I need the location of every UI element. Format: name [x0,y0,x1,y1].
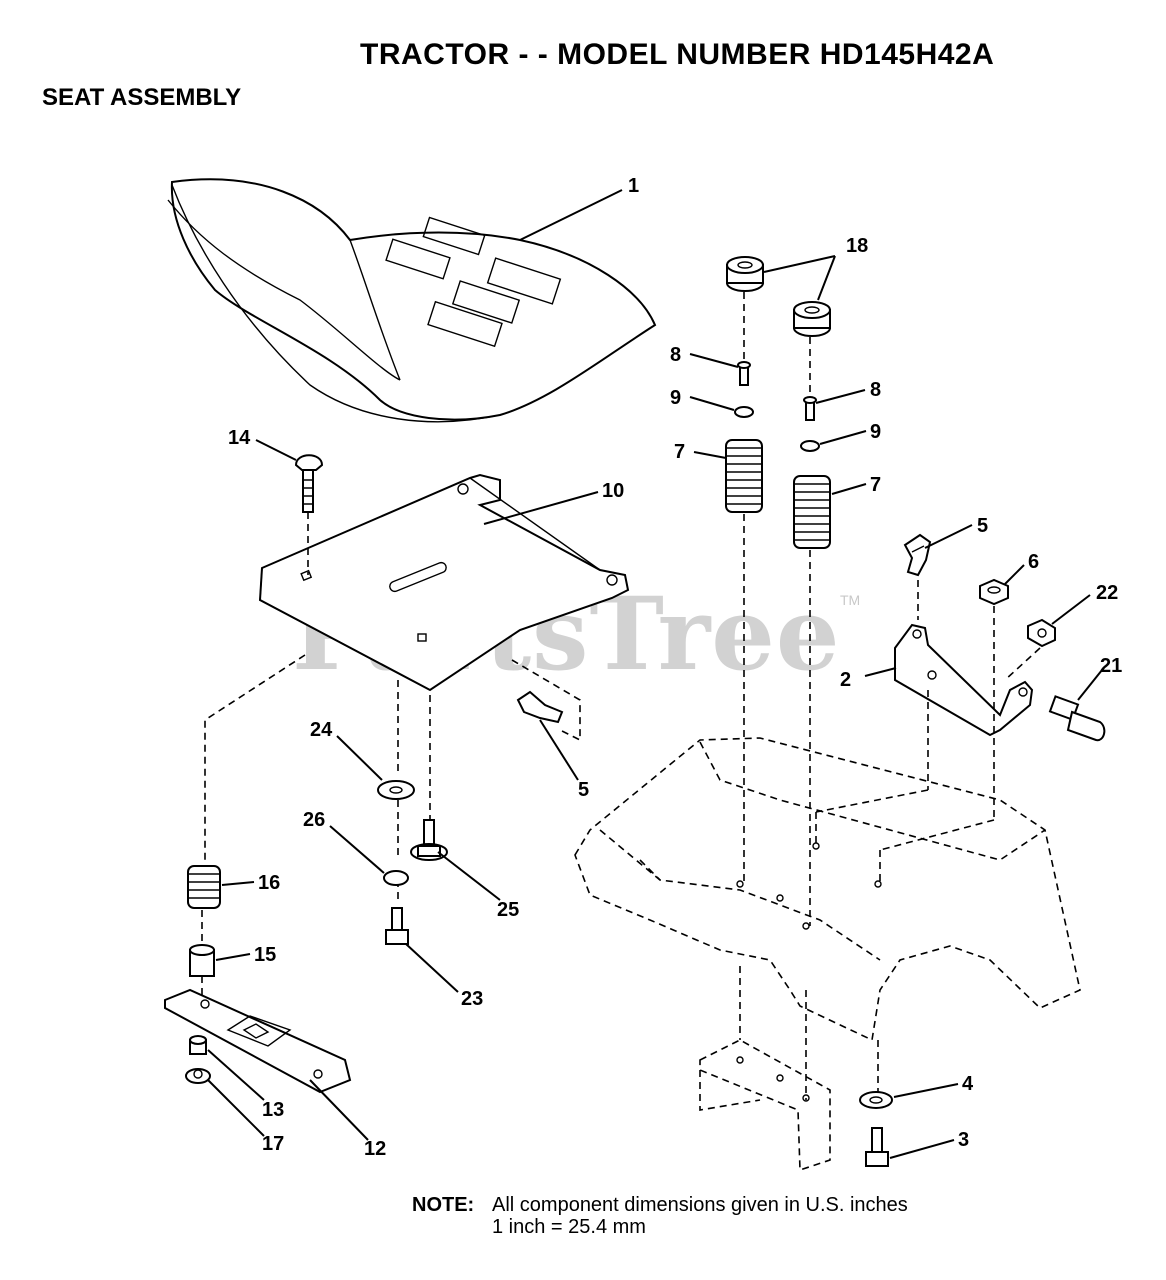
fender-outline [574,737,1081,1042]
seat-switch-clip-5-lower[interactable] [511,659,581,742]
seat-bracket-2[interactable] [894,623,1034,737]
spring-16[interactable] [187,865,221,909]
callout-17: 17 [262,1133,284,1155]
screw-8a[interactable] [737,361,751,386]
callout-14: 14 [228,427,251,449]
seat-switch-clip-5[interactable] [903,533,932,577]
hex-nut-6[interactable] [979,578,1009,606]
shoulder-bolt-25[interactable] [410,819,448,861]
note-line-1: NOTE: All component dimensions given in U… [412,1194,908,1216]
callout-8a: 8 [670,344,681,366]
spring-7a[interactable] [725,439,763,513]
bolt-23[interactable] [385,907,409,945]
callout-15: 15 [254,944,276,966]
flange-nut-17[interactable] [185,1068,211,1084]
callout-13: 13 [262,1099,284,1121]
callout-12: 12 [364,1138,386,1160]
callout-2: 2 [840,669,851,691]
callout-10: 10 [602,480,624,502]
note-line-2: 1 inch = 25.4 mm [492,1216,646,1238]
callout-25: 25 [497,899,519,921]
callout-6: 6 [1028,551,1039,573]
washer-24[interactable] [377,780,415,800]
callout-24: 24 [310,719,333,741]
hex-nut-22[interactable] [1027,618,1056,648]
washer-9a[interactable] [734,406,754,418]
callout-4: 4 [962,1073,974,1095]
callout-26: 26 [303,809,325,831]
seat-pan[interactable] [258,473,630,692]
screw-8b[interactable] [803,396,817,421]
spacer-18a[interactable] [726,256,764,292]
callout-3: 3 [958,1129,969,1151]
leader-lines [207,189,1103,1159]
callout-21: 21 [1100,655,1122,677]
callout-22: 22 [1096,582,1118,604]
callout-1: 1 [628,175,639,197]
callout-9a: 9 [670,387,681,409]
callout-7a: 7 [674,441,685,463]
bolt-3[interactable] [865,1127,889,1167]
page-title: TRACTOR - - MODEL NUMBER HD145H42A [360,38,995,71]
callout-23: 23 [461,988,483,1010]
callout-7b: 7 [870,474,881,496]
note-label: NOTE: [412,1194,475,1216]
seat[interactable] [167,178,657,423]
callout-16: 16 [258,872,280,894]
note-text-1: All component dimensions given in U.S. i… [492,1194,908,1216]
dimension-note: NOTE: All component dimensions given in U… [412,1194,908,1238]
callout-5b: 5 [578,779,589,801]
callout-18: 18 [846,235,868,257]
spring-7b[interactable] [793,475,831,549]
callout-numbers: 1 18 8 9 7 8 9 7 14 10 5 6 22 2 21 5 24 … [228,175,1122,1160]
nut-13[interactable] [189,1035,207,1055]
shoulder-bolt-21[interactable] [1048,695,1106,742]
callout-9b: 9 [870,421,881,443]
washer-4[interactable] [859,1091,893,1109]
spacer-18b[interactable] [793,301,831,337]
watermark-trademark: TM [840,592,861,608]
pivot-plate-12[interactable] [164,988,352,1094]
section-title: SEAT ASSEMBLY [42,84,242,111]
callout-5a: 5 [977,515,988,537]
lock-washer-26[interactable] [383,870,409,886]
frame-mount-outline [699,966,879,1172]
spacer-15[interactable] [189,944,215,977]
washer-9b[interactable] [800,440,820,452]
callout-8b: 8 [870,379,881,401]
carriage-bolt-14[interactable] [294,454,324,513]
